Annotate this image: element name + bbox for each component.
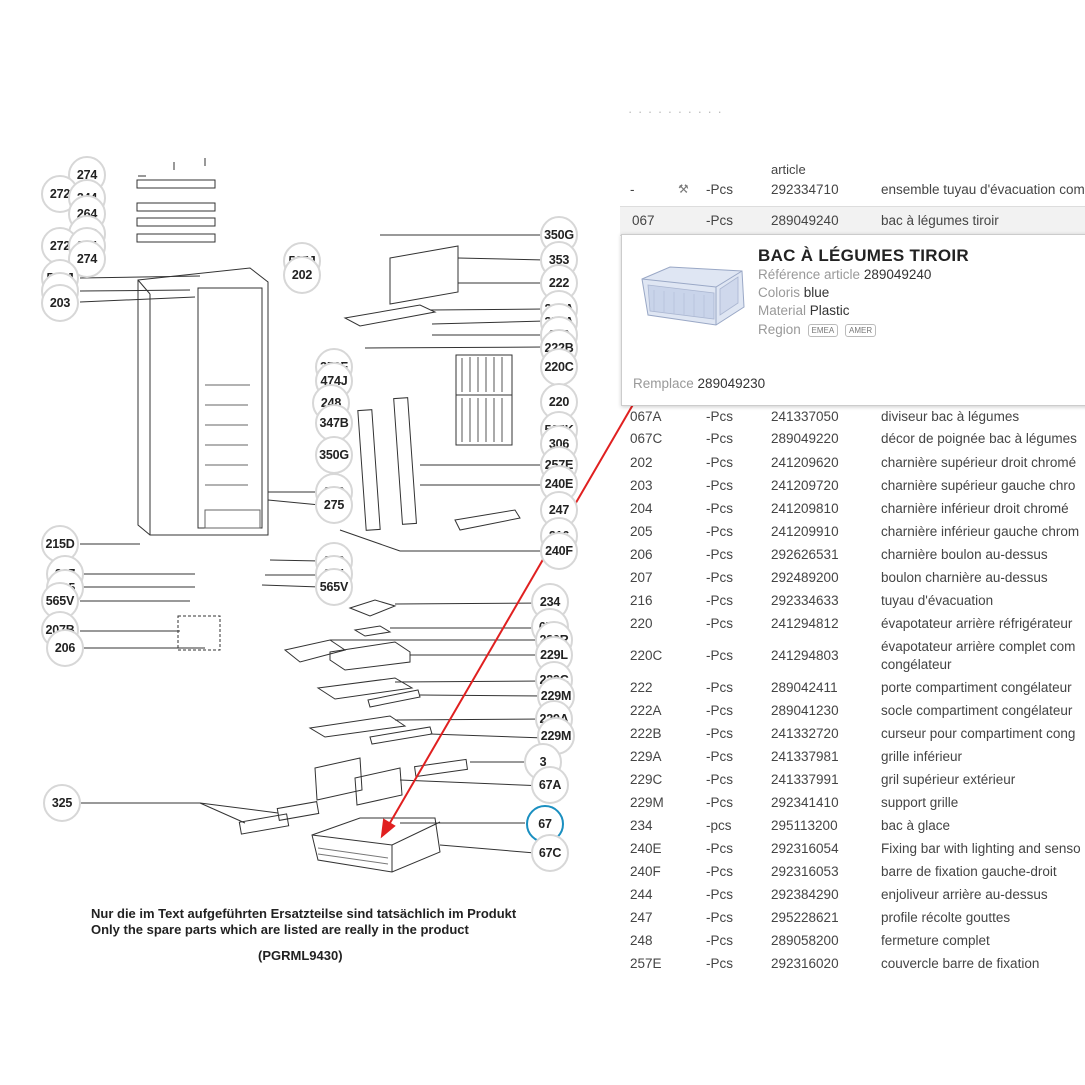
fish-icon: ⚒ bbox=[678, 182, 689, 196]
note-german: Nur die im Text aufgeführten Ersatzteils… bbox=[91, 906, 517, 921]
selected-table-row[interactable]: 067 -Pcs 289049240 bac à légumes tiroir bbox=[620, 206, 1085, 236]
popup-replaces: Remplace 289049230 bbox=[633, 376, 766, 391]
row-desc: bac à légumes tiroir bbox=[881, 213, 999, 228]
part-label[interactable]: 67C bbox=[531, 834, 569, 872]
part-label[interactable]: 350G bbox=[315, 436, 353, 474]
region-chip-emea: EMEA bbox=[807, 323, 839, 337]
part-label[interactable]: 275 bbox=[315, 486, 353, 524]
column-header-article: article bbox=[771, 162, 806, 177]
row-article: 292334710 bbox=[771, 182, 839, 197]
part-label[interactable]: 67A bbox=[531, 766, 569, 804]
popup-reference: Référence article 289049240 bbox=[758, 267, 932, 282]
popup-material: Material Plastic bbox=[758, 303, 850, 318]
region-chip-amer: AMER bbox=[844, 323, 877, 337]
part-label[interactable]: 202 bbox=[283, 256, 321, 294]
row-qty: -Pcs bbox=[706, 182, 733, 197]
product-image bbox=[641, 266, 745, 326]
model-code: (PGRML9430) bbox=[258, 948, 343, 963]
product-popup: BAC À LÉGUMES TIROIR Référence article 2… bbox=[621, 234, 1085, 406]
part-label[interactable]: 203 bbox=[41, 284, 79, 322]
part-label[interactable]: 206 bbox=[46, 629, 84, 667]
part-label[interactable]: 240F bbox=[540, 532, 578, 570]
part-label[interactable]: 325 bbox=[43, 784, 81, 822]
note-english: Only the spare parts which are listed ar… bbox=[91, 922, 469, 937]
popup-region: Region EMEA AMER bbox=[758, 322, 877, 337]
part-label[interactable]: 220C bbox=[540, 348, 578, 386]
popup-color: Coloris blue bbox=[758, 285, 830, 300]
row-desc: ensemble tuyau d'évacuation com bbox=[881, 182, 1085, 197]
row-qty: -Pcs bbox=[706, 213, 733, 228]
part-label[interactable]: 347B bbox=[315, 404, 353, 442]
row-position: 067 bbox=[632, 213, 655, 228]
popup-title: BAC À LÉGUMES TIROIR bbox=[758, 246, 969, 265]
faded-header: · · · · · · · · · · bbox=[628, 104, 723, 119]
row-position: - bbox=[630, 182, 635, 197]
row-article: 289049240 bbox=[771, 213, 839, 228]
part-label[interactable]: 565V bbox=[315, 568, 353, 606]
